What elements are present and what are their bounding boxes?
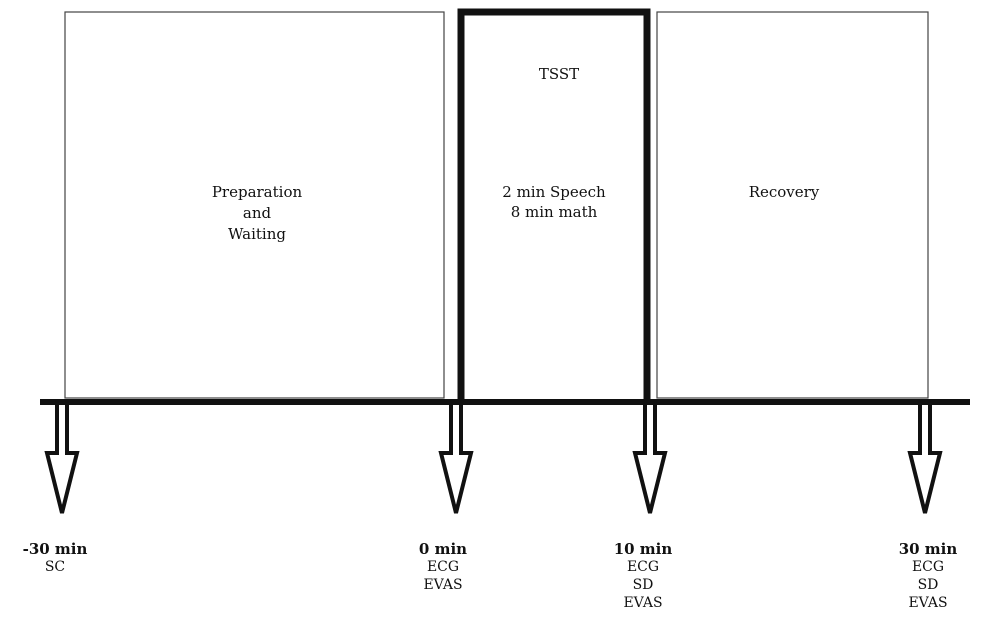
preparation-box [64, 11, 445, 399]
measure-label: EVAS [623, 595, 663, 611]
preparation-line: and [242, 204, 272, 222]
tsst-line: 2 min Speech [502, 183, 606, 201]
preparation-label: Preparation and Waiting [157, 182, 357, 245]
measure-label: ECG [911, 559, 945, 575]
tsst-description: 2 min Speech 8 min math [474, 182, 634, 222]
measure-label: EVAS [423, 577, 463, 593]
measure-label: ECG [426, 559, 460, 575]
tsst-box [457, 8, 651, 402]
arrow-icon [907, 405, 943, 514]
measure-label: SD [917, 577, 939, 593]
tsst-line: 8 min math [510, 203, 598, 221]
timepoint-10: 10 min ECG SD EVAS [583, 540, 703, 612]
measure-label: SC [44, 559, 66, 575]
timepoint-30: 30 min ECG SD EVAS [868, 540, 988, 612]
measure-label: EVAS [908, 595, 948, 611]
timepoint-time: 30 min [898, 540, 958, 558]
arrow-icon [44, 405, 80, 514]
preparation-line: Waiting [228, 225, 286, 243]
measure-label: ECG [626, 559, 660, 575]
arrow-icon [632, 405, 668, 514]
timepoint-minus30: -30 min SC [0, 540, 115, 576]
recovery-line: Recovery [748, 183, 820, 201]
measure-label: SD [632, 577, 654, 593]
timepoint-0: 0 min ECG EVAS [383, 540, 503, 594]
preparation-line: Preparation [211, 183, 303, 201]
timepoint-time: -30 min [22, 540, 88, 558]
arrow-icon [438, 405, 474, 514]
timepoint-time: 0 min [418, 540, 468, 558]
tsst-title-text: TSST [538, 65, 580, 83]
tsst-title: TSST [479, 64, 639, 85]
recovery-box [656, 11, 929, 399]
timepoint-time: 10 min [613, 540, 673, 558]
recovery-label: Recovery [704, 182, 864, 203]
